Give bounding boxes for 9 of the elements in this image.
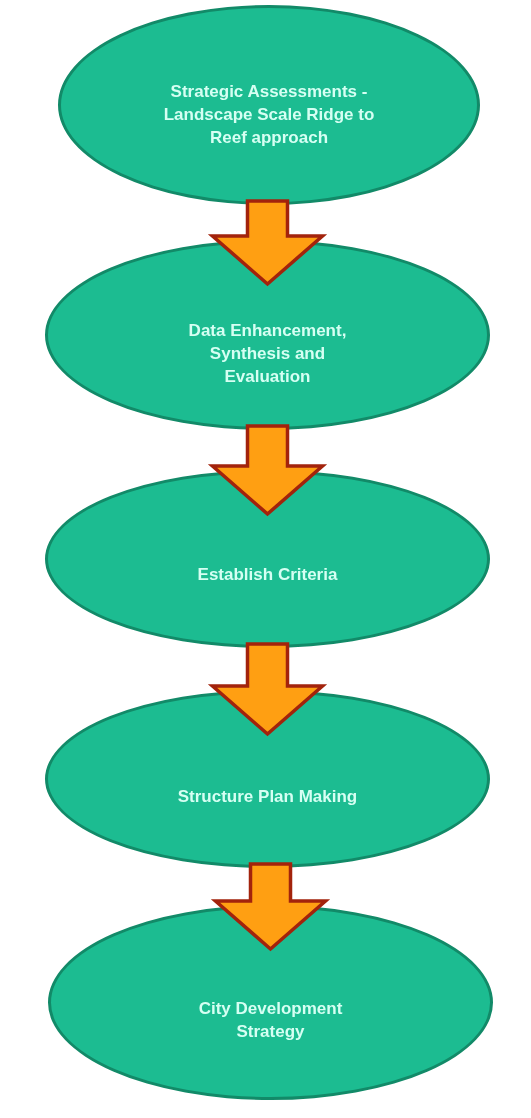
step-label: Strategic Assessments - Landscape Scale Ridge to Reef approach [162,80,376,149]
block-arrow [210,862,331,952]
step-label: Establish Criteria [197,563,338,586]
step-label: Data Enhancement, Synthesis and Evaluation [187,319,348,388]
block-arrow [207,642,328,737]
block-arrow [207,199,328,287]
block-arrow [207,424,328,517]
step-label: City Development Strategy [197,997,344,1043]
step-label: Structure Plan Making [177,785,358,808]
